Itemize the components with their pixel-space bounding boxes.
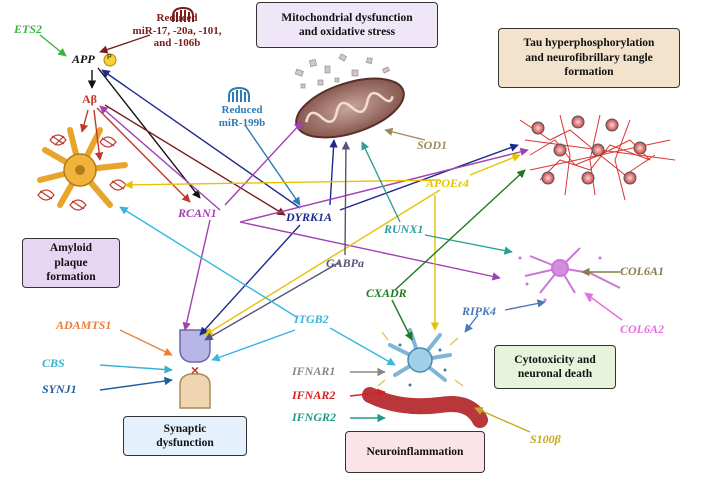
gene-dyrk1a: DYRK1A	[286, 210, 333, 224]
arrow-abeta-dyrk1a	[104, 104, 286, 216]
gene-s100b: S100β	[530, 432, 561, 446]
gene-app: APP	[72, 52, 95, 66]
arrow-ifnar2-neuro	[349, 388, 386, 398]
arrow-cbs-synapse	[99, 364, 173, 374]
box-tau-hyperphosphorylation: Tau hyperphosphorylation and neurofibril…	[498, 28, 680, 88]
dying-neuron-icon	[518, 247, 621, 302]
box-synaptic-dysfunction: Synaptic dysfunction	[123, 416, 247, 456]
neuroinflammation-icon	[362, 328, 488, 428]
gene-col6a2: COL6A2	[620, 322, 665, 336]
phosphate-badge	[103, 53, 117, 67]
box-neuroinflammation: Neuroinflammation	[345, 431, 485, 473]
phosphate-label: P	[107, 54, 112, 61]
arrow-itgb2-synapse	[211, 329, 296, 362]
tau-tangle-icon	[519, 114, 676, 201]
gene-ets2: ETS2	[14, 22, 43, 36]
amyloid-neuron-icon	[37, 127, 128, 211]
gene-abeta: Aβ	[82, 92, 97, 106]
gene-cbs: CBS	[42, 356, 65, 370]
arrow-runx1-mito	[361, 141, 401, 223]
arrow-apoe-plaque	[124, 179, 441, 190]
synapse-icon: ×	[179, 329, 211, 409]
gene-synj1: SYNJ1	[42, 382, 77, 396]
gene-itgb2: ITGB2	[294, 312, 329, 326]
box-amyloid-plaque: Amyloid plaque formation	[22, 238, 120, 288]
arrow-cxadr-neuro	[391, 299, 413, 341]
arrow-rcan1-abeta	[99, 105, 221, 211]
arrow-mir-app	[99, 34, 151, 54]
gene-adamts1: ADAMTS1	[56, 318, 112, 332]
arrow-adamts1-synapse	[119, 329, 173, 356]
arrow-rcan1-synapse	[182, 219, 211, 331]
arrow-sod1-mito	[384, 127, 426, 141]
mitochondrion-icon	[294, 53, 405, 139]
arrow-rcan1-tau	[239, 147, 529, 223]
mirna-label-mid: Reduced miR-199b	[218, 104, 266, 129]
arrow-cxadr-tau	[394, 169, 526, 291]
arrow-ripk4-cyto	[504, 299, 546, 311]
arrow-gabpa-mito	[341, 141, 351, 256]
arrow-rcan1-mito	[224, 121, 303, 206]
gene-col6a1: COL6A1	[620, 264, 665, 278]
gene-ifngr2: IFNGR2	[292, 410, 337, 424]
arrow-rcan1-cyto	[239, 221, 501, 281]
arrow-abeta-plaque-2	[93, 109, 104, 161]
arrow-s100b-neuro	[474, 407, 531, 433]
mirna-hairpin-icon-mid	[228, 86, 250, 102]
gene-ifnar1: IFNAR1	[292, 364, 336, 378]
svg-text:×: ×	[191, 362, 199, 378]
gene-sod1: SOD1	[417, 138, 448, 152]
mirna-hairpin-icon-left	[172, 6, 194, 22]
arrow-gabpa-synapse	[204, 261, 341, 341]
gene-rcan1: RCAN1	[178, 206, 217, 220]
arrow-synj1-synapse	[99, 376, 173, 391]
arrows	[39, 34, 623, 433]
arrow-apoe-tau	[469, 153, 521, 176]
arrow-abeta-rcan1	[96, 107, 191, 203]
gene-ripk4: RIPK4	[462, 304, 497, 318]
arrow-runx1-cyto	[424, 234, 513, 255]
arrow-dyrk1a-app	[101, 69, 301, 209]
arrow-dyrk1a-tau	[339, 143, 519, 211]
arrow-apoe-synapse	[204, 189, 441, 336]
mirna-label-left: Reduced miR-17, -20a, -101, and -106b	[132, 12, 222, 50]
gene-cxadr: CXADR	[366, 286, 407, 300]
arrow-app-rcan1	[97, 67, 201, 199]
gene-runx1: RUNX1	[384, 222, 424, 236]
box-mitochondrial-dysfunction: Mitochondrial dysfunction and oxidative …	[256, 2, 438, 48]
arrow-ripk4-neuro	[464, 314, 479, 333]
gene-gabpa: GABPa	[326, 256, 365, 270]
gene-apoe4: APOEε4	[426, 176, 469, 190]
arrow-ets2-app	[39, 34, 67, 57]
arrow-mir199b-dyrk1a	[244, 124, 301, 206]
gene-ifnar2: IFNAR2	[292, 388, 336, 402]
box-cytotoxicity: Cytotoxicity and neuronal death	[494, 345, 616, 389]
arrow-itgb2-plaque	[119, 206, 299, 319]
arrow-abeta-plaque-1	[79, 109, 89, 133]
arrow-itgb2-neuro	[329, 327, 396, 366]
arrow-dyrk1a-mito	[329, 139, 338, 206]
arrow-col6a2-cyto	[584, 292, 623, 321]
arrow-dyrk1a-synapse	[199, 224, 301, 336]
